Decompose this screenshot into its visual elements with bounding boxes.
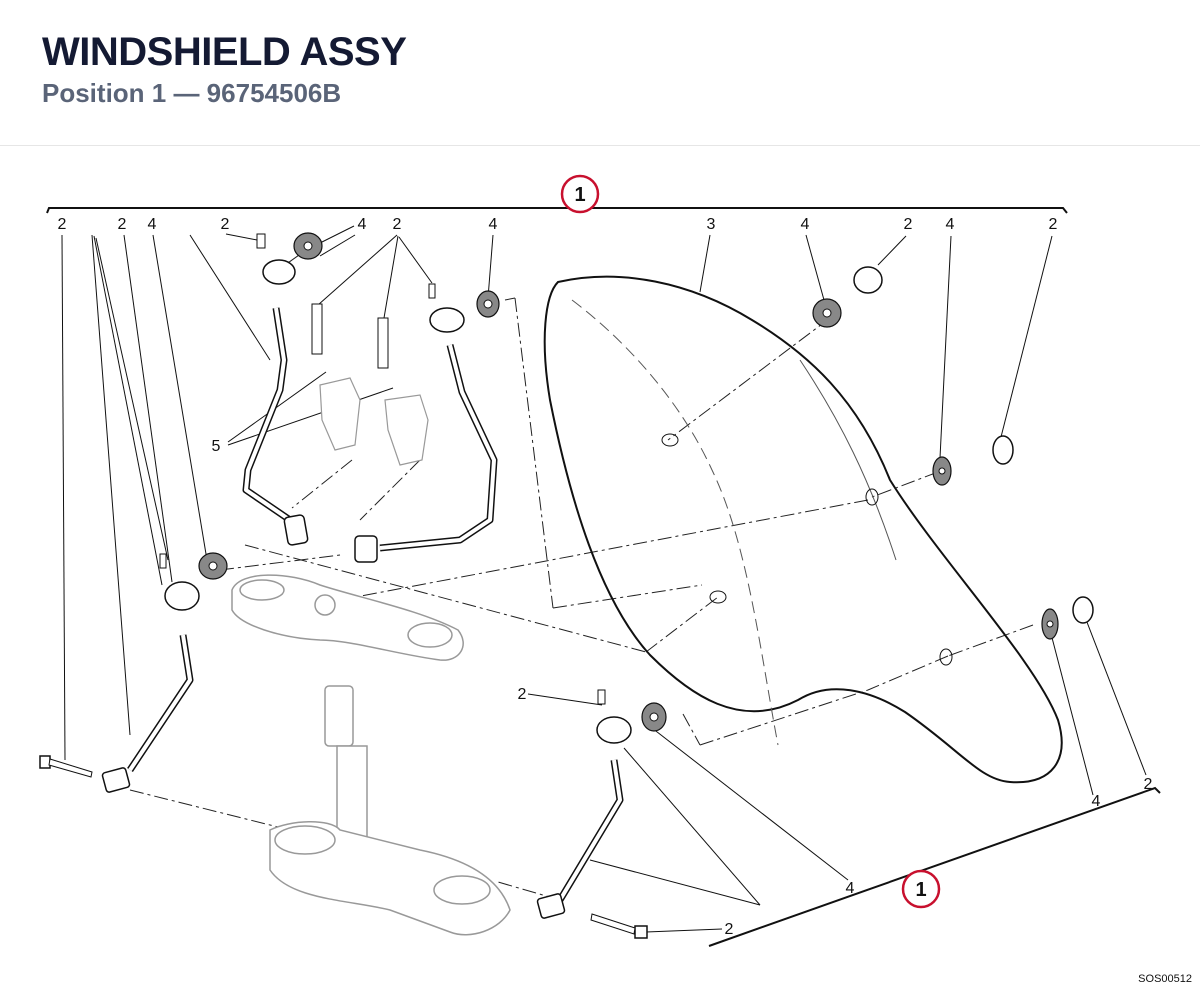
ref-label: 4 [148,216,157,233]
page-title: WINDSHIELD ASSY [42,30,407,74]
left-lower-rod[interactable] [101,634,194,793]
screws[interactable] [159,233,606,705]
left-long-bolt[interactable] [39,755,93,778]
position-subtitle: Position 1 — 96754506B [42,78,342,108]
ref-label-right-screw: 2 [1144,776,1153,793]
ref-label: 4 [946,216,955,233]
ref-label-bottom-screw: 2 [725,921,734,938]
ref-label: 4 [358,216,367,233]
ref-label-left-bolt: 2 [518,686,527,703]
windshield[interactable] [543,275,1063,784]
ref-label: 2 [393,216,402,233]
mount-spacers[interactable] [164,259,1094,744]
left-upper-rod[interactable] [242,307,309,546]
callout-bottom[interactable]: 1 [901,869,941,909]
right-long-bolt[interactable] [590,913,648,939]
ref-label: 2 [1049,216,1058,233]
assembly-centerlines [129,239,1034,901]
ref-label: 2 [904,216,913,233]
ref-label: 2 [118,216,127,233]
lower-triple-clamp [269,821,511,936]
ref-label-bottom-washer: 4 [846,880,855,897]
clamp-brackets[interactable] [319,377,429,466]
callout-bottom-number: 1 [915,879,926,901]
drawing-code: SOS00512 [1138,973,1192,985]
ref-label-right-washer: 4 [1092,793,1101,810]
ref-label: 4 [801,216,810,233]
rubber-washers[interactable] [198,232,1059,732]
ref-label: 3 [707,216,716,233]
right-lower-rod[interactable] [536,759,624,919]
callout-top-number: 1 [574,184,585,206]
top-reference-labels: 2 2 4 2 4 2 4 3 4 2 4 2 [58,216,1058,233]
callout-top[interactable]: 1 [560,174,600,214]
top-bracket-line [46,207,1068,214]
washer-holes [208,241,1054,722]
ref-label: 4 [489,216,498,233]
bottom-bracket-line [708,786,1161,947]
ref-label: 2 [58,216,67,233]
upper-triple-clamp [231,574,464,661]
leader-lines [61,225,1147,933]
right-upper-rod[interactable] [354,344,498,563]
ref-label: 2 [221,216,230,233]
ref-label-5: 5 [212,438,221,455]
page-header: WINDSHIELD ASSY Position 1 — 96754506B [0,0,1200,146]
